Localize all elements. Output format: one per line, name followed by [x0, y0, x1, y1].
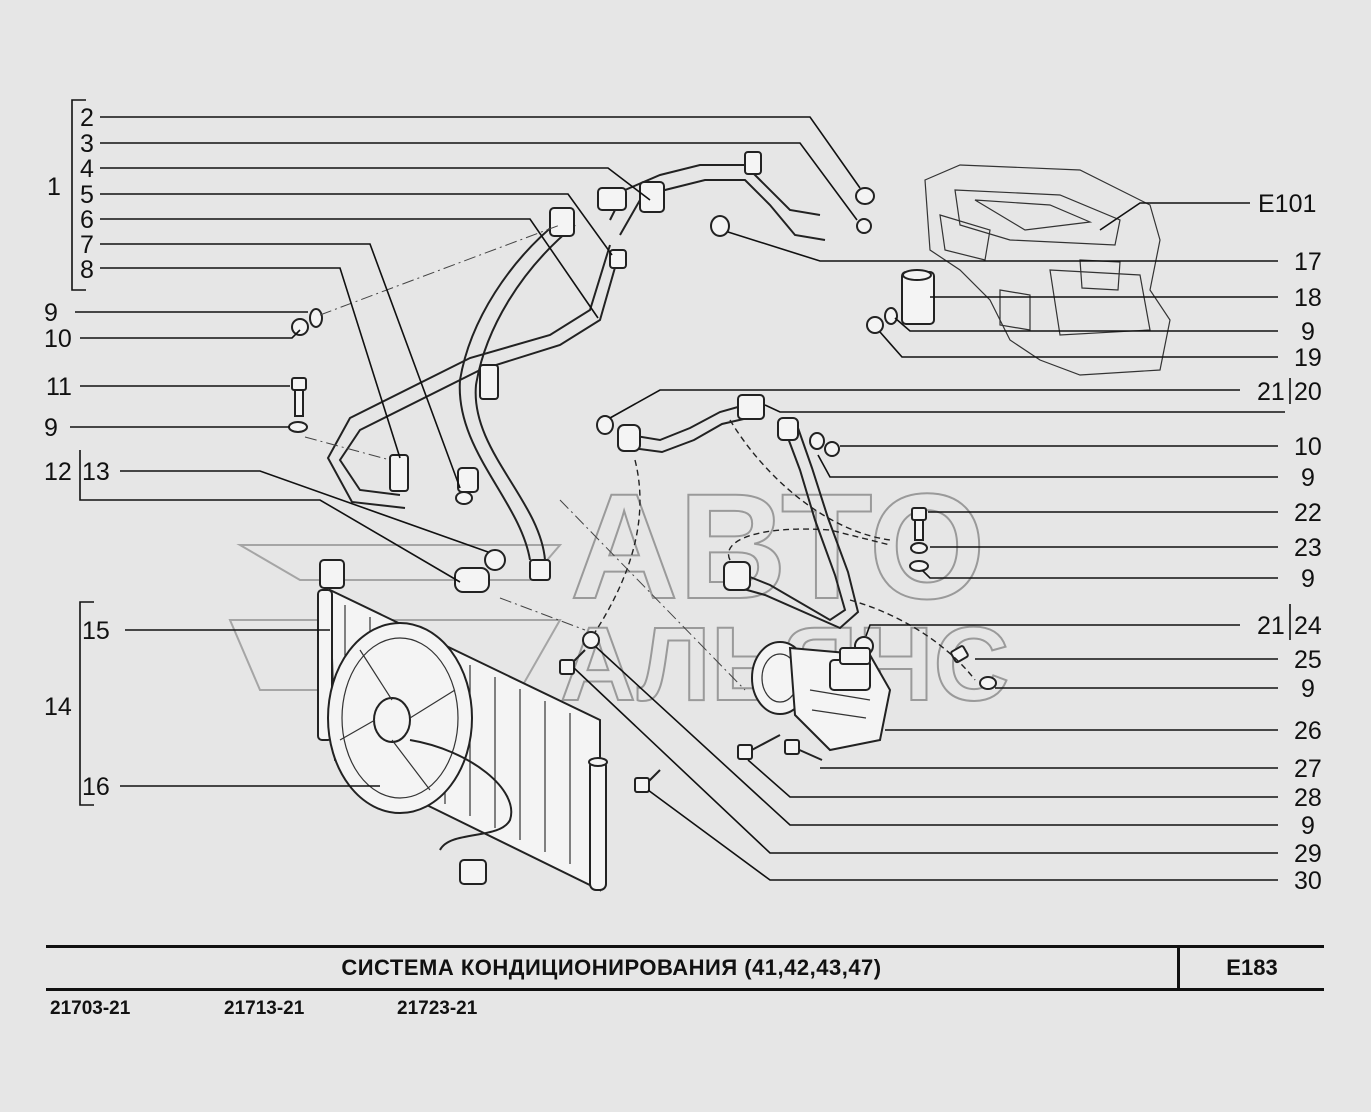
- callout-20: 20: [1294, 378, 1322, 406]
- o-rings-2-3: [855, 187, 875, 234]
- title-bar: СИСТЕМА КОНДИЦИОНИРОВАНИЯ (41,42,43,47) …: [46, 945, 1324, 991]
- compressor-hoses: [589, 394, 997, 690]
- callout-24: 24: [1294, 612, 1322, 640]
- callout-5: 5: [80, 181, 94, 209]
- leader-lines: [70, 116, 1285, 881]
- callout-labels: 1 2 3 4 5 6 7 8 9 10 11 9 12 13 14 15 16…: [44, 104, 1322, 895]
- callout-21-a: 21: [1257, 378, 1285, 406]
- callout-9-f: 9: [1301, 675, 1315, 703]
- callout-e101: E101: [1258, 190, 1316, 218]
- callout-25: 25: [1294, 646, 1322, 674]
- callout-19: 19: [1294, 344, 1322, 372]
- callout-22: 22: [1294, 499, 1322, 527]
- callout-6: 6: [80, 206, 94, 234]
- callout-12: 12: [44, 458, 72, 486]
- callout-9-e: 9: [1301, 565, 1315, 593]
- callout-3: 3: [80, 130, 94, 158]
- callout-18: 18: [1294, 284, 1322, 312]
- callout-17: 17: [1294, 248, 1322, 276]
- callout-15: 15: [82, 617, 110, 645]
- exploded-parts-diagram: АВТО АЛЬЯНС: [44, 99, 1322, 895]
- page-code: E183: [1226, 955, 1278, 980]
- hose-assembly-1: [326, 151, 826, 593]
- callout-16: 16: [82, 773, 110, 801]
- model-code-1: 21703-21: [50, 998, 131, 1019]
- callout-10-b: 10: [1294, 433, 1322, 461]
- model-code-2: 21713-21: [224, 998, 305, 1019]
- callout-14: 14: [44, 693, 72, 721]
- small-parts-left: [288, 224, 561, 571]
- callout-9-d: 9: [1301, 464, 1315, 492]
- watermark-swoosh-top: [236, 544, 563, 581]
- callout-28: 28: [1294, 784, 1322, 812]
- page-title: СИСТЕМА КОНДИЦИОНИРОВАНИЯ (41,42,43,47): [46, 948, 1180, 988]
- condenser-fan-assembly: [317, 559, 608, 892]
- callout-13: 13: [82, 458, 110, 486]
- callout-8: 8: [80, 256, 94, 284]
- callout-11: 11: [46, 373, 72, 401]
- callout-10-a: 10: [44, 325, 72, 353]
- callout-9-c: 9: [1301, 318, 1315, 346]
- callout-1: 1: [47, 173, 61, 201]
- mounting-bolts: [559, 631, 823, 793]
- callout-9-b: 9: [44, 414, 58, 442]
- callout-27: 27: [1294, 755, 1322, 783]
- callout-30: 30: [1294, 867, 1322, 895]
- expansion-valve: [866, 269, 935, 334]
- engine-bay-sketch: [924, 164, 1171, 376]
- callout-26: 26: [1294, 717, 1322, 745]
- callout-2: 2: [80, 104, 94, 132]
- callout-7: 7: [80, 231, 94, 259]
- callout-9-g: 9: [1301, 812, 1315, 840]
- callout-23: 23: [1294, 534, 1322, 562]
- callout-21-b: 21: [1257, 612, 1285, 640]
- callout-29: 29: [1294, 840, 1322, 868]
- compressor: [751, 641, 892, 752]
- model-code-3: 21723-21: [397, 998, 478, 1019]
- callout-4: 4: [80, 155, 94, 183]
- callout-9-a: 9: [44, 299, 58, 327]
- group-brackets: [71, 99, 1291, 806]
